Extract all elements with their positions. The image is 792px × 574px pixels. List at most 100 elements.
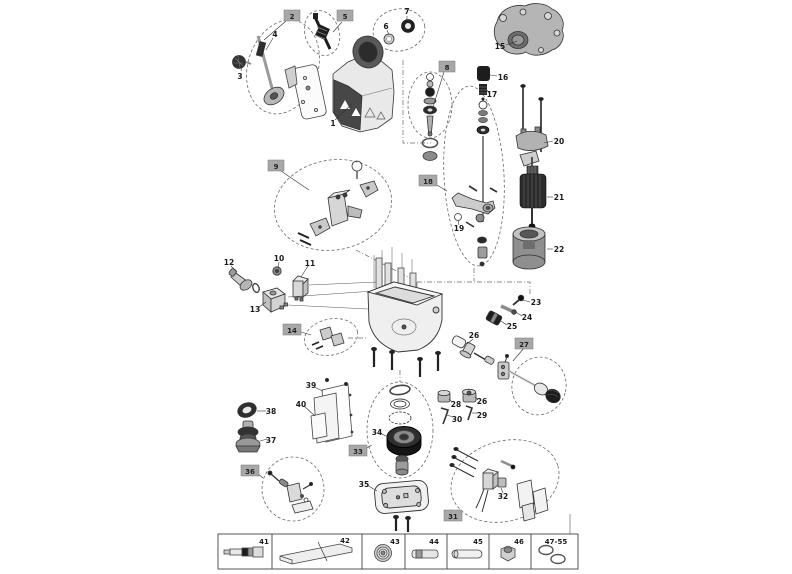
group-ellipse-36 (261, 456, 325, 522)
callout-31: 31 (448, 513, 458, 521)
callout-box-5: 5 (336, 9, 354, 22)
callout-1: 1 (330, 119, 335, 128)
callout-box-36: 36 (240, 464, 260, 477)
group-ellipse-33 (366, 381, 434, 479)
part-pinion-shaft (313, 13, 332, 50)
boxed-callouts: 2 5 8 9 14 18 27 31 33 36 (240, 9, 534, 522)
callout-box-9: 9 (267, 159, 285, 172)
group-ellipse-14 (303, 318, 359, 356)
callout-7: 7 (404, 7, 409, 16)
callout-11: 11 (305, 259, 315, 268)
table-cell-44: 44 (411, 538, 439, 559)
part-switch-group (228, 266, 379, 313)
callout-36: 36 (245, 468, 255, 476)
part-stator (512, 226, 546, 270)
callout-box-33: 33 (348, 444, 368, 457)
callout-5: 5 (343, 13, 348, 21)
callout-4: 4 (272, 30, 277, 39)
part-brush-caps (437, 388, 477, 425)
part-housing-screws (371, 347, 441, 377)
callout-box-8: 8 (438, 60, 456, 73)
part-cap-and-spring (476, 66, 490, 135)
part-gear-selector-assembly (297, 160, 379, 246)
callout-18: 18 (423, 178, 433, 186)
group-ellipse-9 (273, 159, 393, 251)
callout-24: 24 (522, 313, 532, 322)
part-handle-assembly (497, 353, 561, 404)
table-label-44: 44 (429, 538, 439, 546)
part-brush-holder (515, 126, 549, 167)
callout-9: 9 (274, 163, 279, 171)
callout-17: 17 (487, 90, 497, 99)
callout-box-18: 18 (418, 174, 438, 187)
callout-10: 10 (274, 254, 284, 263)
callout-27: 27 (519, 341, 529, 349)
part-clamp-set (311, 326, 345, 350)
part-gear-stack (386, 384, 422, 476)
part-side-shaft-set (451, 294, 525, 365)
part-lube-assembly (267, 470, 314, 514)
plain-callouts: 1 3 4 6 7 10 11 12 13 15 16 17 19 20 21 … (224, 7, 564, 501)
callout-2: 2 (290, 13, 295, 21)
callout-box-27: 27 (514, 337, 534, 350)
part-base-cover (374, 480, 429, 514)
callout-37: 37 (266, 436, 276, 445)
callout-box-14: 14 (282, 323, 302, 336)
callout-16: 16 (498, 73, 508, 82)
callout-15: 15 (495, 42, 505, 51)
callout-leaders (230, 16, 554, 494)
part-motor-housing (332, 35, 395, 133)
part-magnet-switch-assembly (449, 446, 549, 522)
table-cell-41: 41 (223, 538, 269, 558)
table-label-41: 41 (259, 538, 269, 546)
part-cover-plate (284, 64, 327, 120)
callout-25: 25 (507, 322, 517, 331)
callout-20: 20 (554, 137, 564, 146)
callout-14: 14 (287, 327, 297, 335)
callout-26-right-cap: 26 (477, 397, 487, 406)
group-ellipse-31 (450, 439, 560, 523)
table-cell-47-55: 47-55 (538, 538, 568, 565)
part-ring-set (383, 19, 415, 45)
part-bearing-housing (493, 3, 564, 56)
part-armature (519, 157, 547, 233)
callout-40: 40 (296, 400, 306, 409)
table-label-42: 42 (340, 537, 350, 545)
table-cell-45: 45 (451, 538, 483, 559)
callout-box-31: 31 (443, 509, 463, 522)
callout-13: 13 (250, 305, 260, 314)
part-label-plates (310, 377, 354, 444)
table-label-45: 45 (473, 538, 483, 546)
callout-30: 30 (452, 415, 462, 424)
part-feed-lever-assembly (451, 136, 498, 267)
callout-33: 33 (353, 448, 363, 456)
part-spindle-stack (421, 73, 439, 161)
callout-23: 23 (531, 298, 541, 307)
table-label-43: 43 (390, 538, 400, 546)
callout-12: 12 (224, 258, 234, 267)
group-ellipse-6-7 (372, 8, 426, 52)
callout-29: 29 (477, 411, 487, 420)
callout-35: 35 (359, 480, 369, 489)
callout-6: 6 (383, 22, 388, 31)
table-cell-42: 42 (279, 537, 353, 565)
table-label-47-55: 47-55 (545, 538, 568, 546)
callout-34: 34 (372, 428, 382, 437)
callout-39: 39 (306, 381, 316, 390)
group-ellipse-18 (443, 85, 505, 267)
callout-box-2: 2 (283, 9, 301, 22)
part-cover-screws (393, 515, 411, 532)
group-ellipse-5 (303, 10, 341, 56)
parts-table: 41 42 43 44 45 46 (217, 533, 579, 570)
callout-22: 22 (554, 245, 564, 254)
callout-32: 32 (498, 492, 508, 501)
part-crank-handle (232, 35, 285, 106)
group-ellipse-27 (511, 356, 567, 416)
table-cell-46: 46 (500, 538, 524, 562)
table-cell-43: 43 (374, 538, 400, 562)
callout-28: 28 (451, 400, 461, 409)
part-gearbox-housing (366, 247, 444, 353)
callout-38: 38 (266, 407, 276, 416)
